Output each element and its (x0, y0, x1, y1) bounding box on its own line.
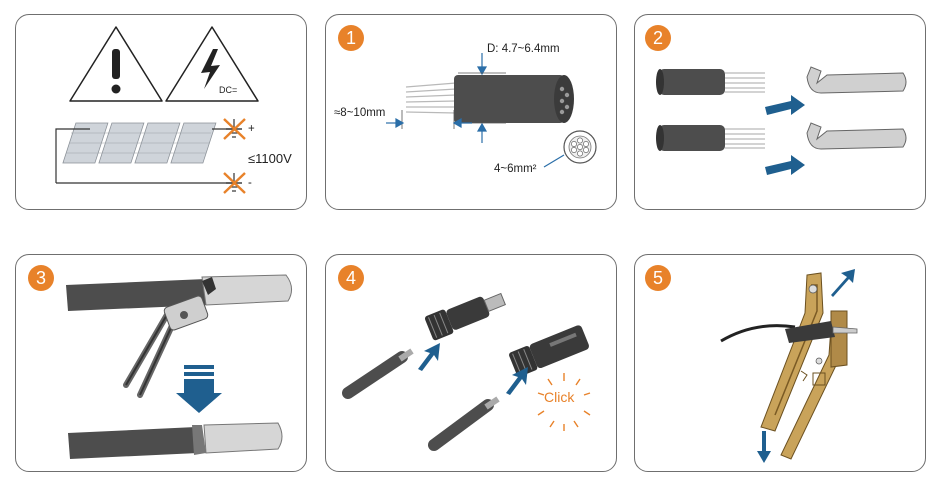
crimp-illustration (66, 274, 292, 459)
arrow-down-icon (176, 365, 222, 413)
dc-label: DC= (219, 85, 238, 95)
diameter-label: D: 4.7~6.4mm (487, 43, 560, 55)
safety-illustration (55, 26, 259, 194)
arrow-up-right-icon-upper (418, 343, 440, 371)
cable-bottom (656, 125, 765, 151)
step-badge-5: 5 (645, 265, 671, 291)
panel-step-4: 4 (325, 254, 617, 472)
contact-insert-illustration (656, 66, 907, 175)
arrow-right-icon-bottom (765, 155, 805, 175)
click-label: Click (544, 389, 575, 405)
arrow-up-right-icon (831, 269, 855, 297)
crimping-tool-icon (123, 295, 209, 398)
max-voltage-label: ≤1100V (248, 151, 292, 166)
ground-crossed-icon-minus (223, 172, 246, 194)
arrow-right-icon-top (765, 95, 805, 115)
step-badge-3: 3 (28, 265, 54, 291)
strip-length-label: ≈8~10mm (334, 107, 386, 119)
cross-section-icon (543, 130, 597, 168)
stripped-conductor (405, 82, 457, 114)
warning-exclamation-icon (69, 26, 163, 102)
spanner-tool-icon (760, 272, 858, 460)
contact-top (806, 66, 907, 94)
arrow-up-right-icon-lower (506, 367, 528, 395)
negative-label: - (248, 177, 252, 189)
step-badge-2: 2 (645, 25, 671, 51)
cable-lower (428, 396, 500, 451)
ground-crossed-icon-plus (223, 118, 246, 140)
strip-length-arrows (386, 110, 472, 129)
positive-label: + (248, 123, 255, 135)
cable-before-crimp (66, 274, 292, 311)
cable-strip-illustration (386, 53, 597, 168)
cross-section-label: 4~6mm² (494, 163, 537, 175)
step-badge-4: 4 (338, 265, 364, 291)
panel-step-5: 5 (634, 254, 926, 472)
solar-array-icon (62, 122, 217, 164)
cable-upper (342, 348, 414, 399)
cable-black (720, 324, 796, 343)
connector-lower (509, 325, 589, 377)
arrow-down-icon (757, 431, 771, 463)
panel-step-2: 2 (634, 14, 926, 210)
connector-assembly-illustration (342, 292, 591, 451)
panel-step-3: 3 (15, 254, 307, 472)
cable-after-crimp (68, 422, 283, 459)
connector-upper (424, 292, 506, 341)
step-badge-1: 1 (338, 25, 364, 51)
contact-bottom (806, 122, 907, 150)
tightening-illustration (720, 269, 858, 463)
high-voltage-warning-icon (165, 26, 259, 102)
panel-safety: DC= + - ≤1100V (15, 14, 307, 210)
click-burst-icon (537, 373, 591, 431)
cable-top (656, 69, 765, 95)
panel-step-1: 1 (325, 14, 617, 210)
cable-jacket (454, 75, 574, 123)
